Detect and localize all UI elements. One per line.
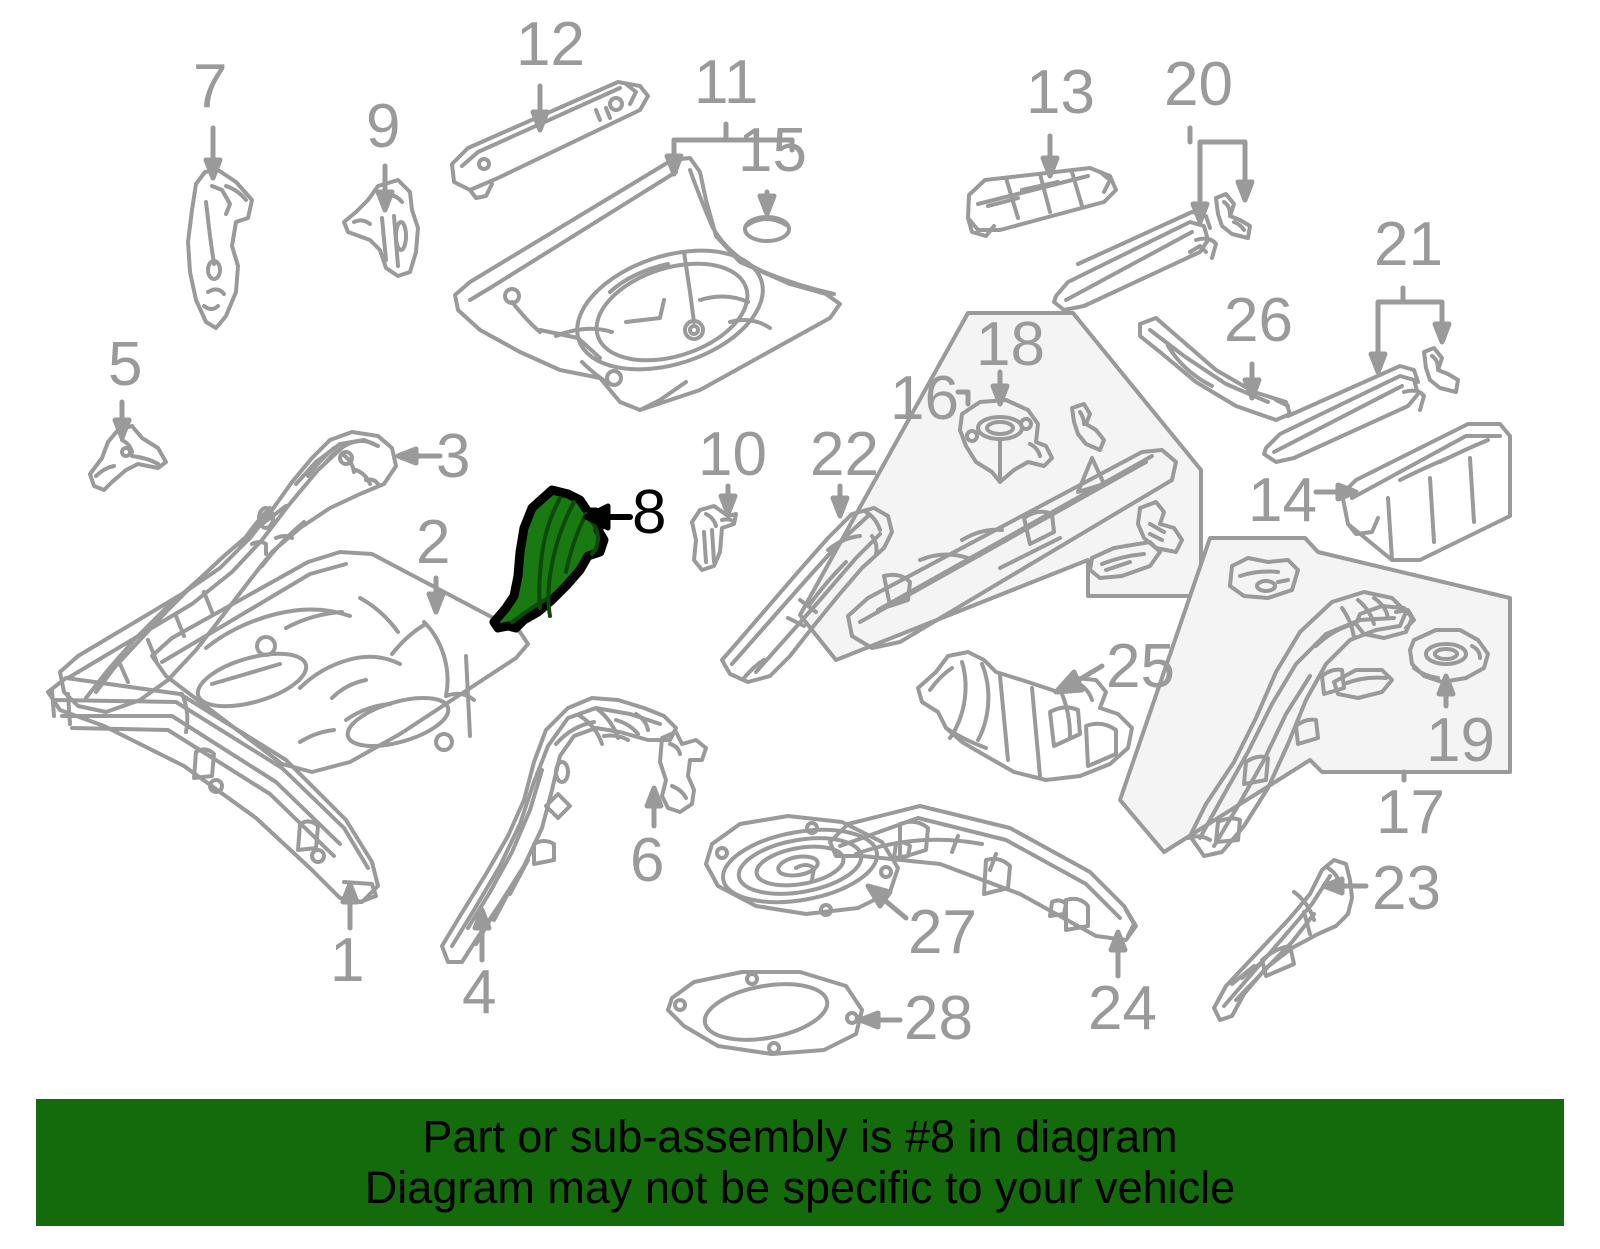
part-7 [186,168,254,330]
part-24 [828,804,1138,942]
callout-label-17: 17 [1376,778,1445,847]
part-13 [966,166,1118,238]
callout-label-16: 16 [890,364,959,433]
callout-label-4: 4 [462,958,497,1027]
part-12 [450,80,650,200]
part-25 [916,650,1134,782]
part-16-rail [846,448,1178,650]
part-20 [1052,210,1218,312]
callout-label-23: 23 [1372,854,1441,923]
callout-label-13: 13 [1026,58,1095,127]
part-28 [666,970,864,1056]
callout-label-1: 1 [330,926,365,995]
callout-label-14: 14 [1248,466,1317,535]
diagram-notice-banner: Part or sub-assembly is #8 in diagram Di… [36,1099,1564,1226]
callout-label-22: 22 [810,420,879,489]
part-4 [440,696,678,964]
part-21-bracket [1422,346,1460,394]
part-17-piece-a [1354,604,1416,640]
callout-label-26: 26 [1224,286,1293,355]
part-19 [1408,628,1490,684]
callout-label-8: 8 [632,478,667,547]
part-1 [46,676,380,904]
callout-label-18: 18 [976,310,1045,379]
part-18 [958,398,1054,484]
callout-label-11: 11 [694,48,759,117]
callout-label-20: 20 [1164,50,1233,119]
part-14 [1340,422,1512,562]
callout-label-7: 7 [193,52,228,121]
part-23 [1212,858,1354,1022]
part-15 [743,215,791,243]
part-22 [720,506,894,684]
callout-label-5: 5 [108,330,143,399]
callout-label-21: 21 [1374,210,1443,279]
part-11 [453,156,842,412]
part-8-highlighted [489,485,609,633]
callout-label-3: 3 [436,422,471,491]
part-21 [1262,364,1426,464]
callout-label-9: 9 [366,92,401,161]
callout-label-25: 25 [1106,632,1175,701]
callout-label-2: 2 [416,508,451,577]
part-6 [658,730,708,814]
callout-label-15: 15 [738,116,807,185]
part-9 [342,178,420,278]
part-20-bracket [1214,192,1252,240]
callout-label-6: 6 [630,826,665,895]
part-17-piece-b [1332,668,1394,700]
callout-label-10: 10 [698,420,767,489]
part-2 [150,550,530,774]
part-5 [88,424,168,492]
callout-label-24: 24 [1088,974,1157,1043]
banner-line-1: Part or sub-assembly is #8 in diagram [422,1111,1178,1163]
callout-label-12: 12 [516,10,585,79]
callout-label-19: 19 [1426,706,1495,775]
part-27 [704,814,900,917]
part-17-bracket-top [1228,556,1300,600]
part-16-bracket-c [1088,540,1162,580]
callout-label-27: 27 [908,898,977,967]
callout-label-28: 28 [904,984,973,1053]
part-16-bracket-b [1136,500,1184,554]
banner-line-2: Diagram may not be specific to your vehi… [364,1161,1236,1213]
part-3 [58,430,398,714]
part-16-bracket-a [1070,402,1106,452]
